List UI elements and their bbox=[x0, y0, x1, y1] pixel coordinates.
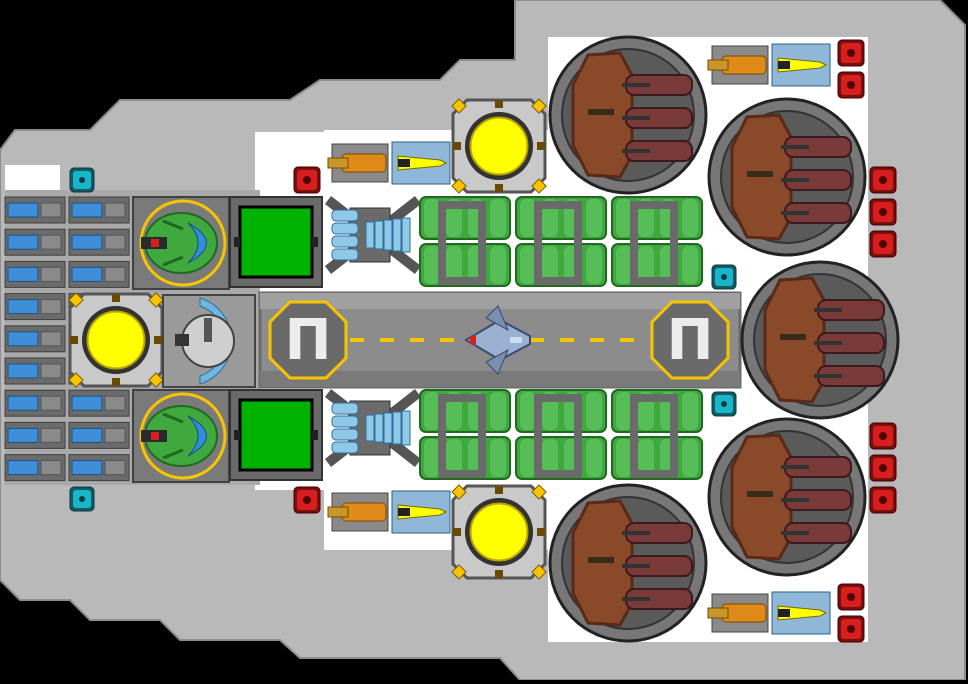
helipad-label: Π bbox=[285, 308, 332, 373]
battery-cell bbox=[68, 421, 130, 449]
battery-cell bbox=[68, 260, 130, 288]
battery-cell bbox=[68, 454, 130, 482]
battery-cell bbox=[4, 196, 66, 224]
battery-cell bbox=[4, 421, 66, 449]
blue-engine-icon bbox=[324, 196, 422, 274]
cyan-sensor-icon bbox=[711, 264, 737, 290]
red-alarm-icon bbox=[869, 230, 897, 258]
red-alarm-icon bbox=[837, 583, 865, 611]
fighter-ship-icon bbox=[464, 305, 531, 375]
red-alarm-icon bbox=[837, 71, 865, 99]
battery-cell-icon bbox=[71, 202, 103, 218]
runway-dash bbox=[380, 338, 394, 342]
battery-cell-icon bbox=[7, 427, 39, 443]
battery-cell-icon bbox=[7, 234, 39, 250]
helipad-octagon bbox=[268, 300, 348, 380]
cyan-sensor-icon bbox=[69, 167, 95, 193]
battery-cell bbox=[68, 196, 130, 224]
barrel-cannon-icon bbox=[548, 483, 708, 643]
reactor bbox=[451, 98, 547, 194]
helipad-label: Π bbox=[667, 308, 714, 373]
reactor bbox=[68, 292, 164, 388]
blue-engine-icon bbox=[324, 389, 422, 467]
barrel-cannon-icon bbox=[740, 260, 900, 420]
orange-gun-icon bbox=[327, 490, 451, 534]
red-alarm-icon bbox=[869, 166, 897, 194]
battery-cell bbox=[68, 228, 130, 256]
reactor-core-icon bbox=[469, 116, 529, 176]
helipad: Π bbox=[650, 300, 730, 380]
battery-cell-icon bbox=[71, 460, 103, 476]
fuel-tank-bank bbox=[419, 389, 703, 480]
battery-cell-icon bbox=[71, 266, 103, 282]
battery-cell bbox=[4, 325, 66, 353]
battery-cell bbox=[4, 357, 66, 385]
red-alarm-icon bbox=[869, 454, 897, 482]
cyan-sensor-icon bbox=[711, 391, 737, 417]
runway-dash bbox=[440, 338, 454, 342]
red-alarm-icon bbox=[869, 422, 897, 450]
orange-gun-icon bbox=[707, 591, 831, 635]
red-alarm-icon bbox=[837, 615, 865, 643]
runway-dash bbox=[410, 338, 424, 342]
radar-dish-icon bbox=[162, 294, 256, 388]
reactor-core-icon bbox=[86, 310, 146, 370]
helipad-octagon bbox=[650, 300, 730, 380]
runway-dash bbox=[350, 338, 364, 342]
reactor bbox=[451, 484, 547, 580]
battery-cell-icon bbox=[7, 266, 39, 282]
battery-cell bbox=[4, 454, 66, 482]
green-turret-icon bbox=[132, 196, 230, 290]
battery-cell-icon bbox=[7, 202, 39, 218]
runway-dash bbox=[530, 338, 544, 342]
runway-dash bbox=[590, 338, 604, 342]
red-alarm-icon bbox=[869, 198, 897, 226]
battery-cell bbox=[68, 389, 130, 417]
barrel-cannon-icon bbox=[548, 35, 708, 195]
battery-cell-icon bbox=[71, 395, 103, 411]
red-alarm-icon bbox=[293, 486, 321, 514]
red-alarm-icon bbox=[293, 166, 321, 194]
runway-dash bbox=[620, 338, 634, 342]
battery-cell-icon bbox=[7, 331, 39, 347]
green-monitor-icon bbox=[229, 196, 323, 288]
battery-cell bbox=[4, 228, 66, 256]
battery-cell-icon bbox=[71, 234, 103, 250]
green-monitor-icon bbox=[229, 389, 323, 481]
battery-cell-icon bbox=[71, 427, 103, 443]
red-alarm-icon bbox=[869, 486, 897, 514]
battery-cell bbox=[4, 389, 66, 417]
battery-cell bbox=[4, 260, 66, 288]
red-alarm-icon bbox=[837, 39, 865, 67]
runway-dash bbox=[560, 338, 574, 342]
battery-cell bbox=[4, 293, 66, 321]
battery-cell-icon bbox=[7, 299, 39, 315]
green-turret-icon bbox=[132, 389, 230, 483]
fuel-tank-bank bbox=[419, 196, 703, 287]
battery-cell-icon bbox=[7, 460, 39, 476]
orange-gun-icon bbox=[327, 141, 451, 185]
barrel-cannon-icon bbox=[707, 417, 867, 577]
orange-gun-icon bbox=[707, 43, 831, 87]
battery-cell-icon bbox=[7, 395, 39, 411]
helipad: Π bbox=[268, 300, 348, 380]
barrel-cannon-icon bbox=[707, 97, 867, 257]
reactor-core-icon bbox=[469, 502, 529, 562]
cyan-sensor-icon bbox=[69, 486, 95, 512]
battery-cell-icon bbox=[7, 363, 39, 379]
